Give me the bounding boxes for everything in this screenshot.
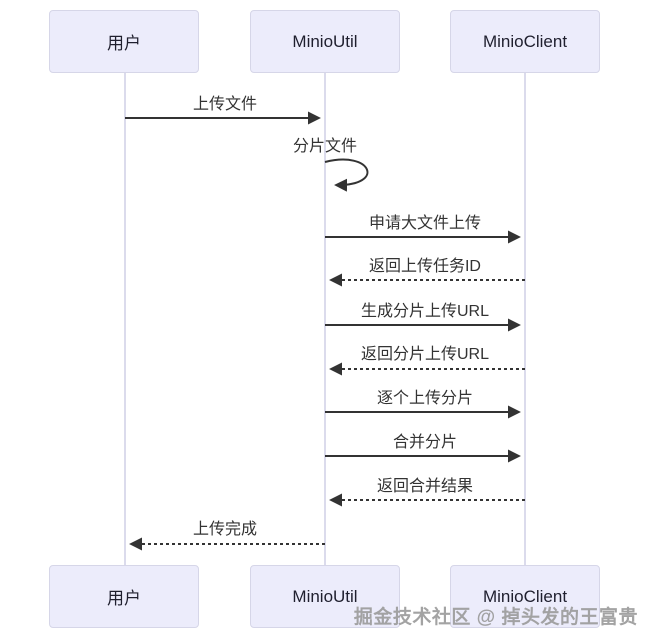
- message-arrow-split-file-self-loop: [324, 158, 369, 192]
- message-label-upload-parts: 逐个上传分片: [376, 390, 473, 407]
- actor-box-top-user: 用户: [49, 10, 199, 73]
- watermark-text: 掘金技术社区 @ 掉头发的王富贵: [353, 607, 638, 628]
- actor-label: MinioClient: [482, 586, 568, 606]
- message-label-merge-parts: 合并分片: [392, 434, 457, 451]
- actor-label: MinioUtil: [292, 586, 358, 606]
- message-label-return-part-url: 返回分片上传URL: [360, 346, 489, 363]
- actor-box-bottom-minioclient: MinioClient: [450, 565, 600, 628]
- actor-box-bottom-user: 用户: [49, 565, 199, 628]
- message-label-request-big-upload: 申请大文件上传: [368, 215, 481, 232]
- actor-box-top-minioutil: MinioUtil: [250, 10, 400, 73]
- actor-label: 用户: [107, 589, 141, 608]
- actor-box-bottom-minioutil: MinioUtil: [250, 565, 400, 628]
- actor-label: 用户: [107, 34, 141, 53]
- message-label-upload-complete: 上传完成: [192, 521, 257, 538]
- message-label-generate-part-url: 生成分片上传URL: [360, 303, 489, 320]
- message-label-split-file: 分片文件: [292, 138, 357, 155]
- actor-label: MinioUtil: [292, 31, 358, 51]
- message-label-return-task-id: 返回上传任务ID: [368, 258, 481, 275]
- actor-label: MinioClient: [482, 31, 568, 51]
- message-label-upload-file: 上传文件: [192, 96, 257, 113]
- message-label-return-merge-result: 返回合并结果: [376, 478, 473, 495]
- actor-box-top-minioclient: MinioClient: [450, 10, 600, 73]
